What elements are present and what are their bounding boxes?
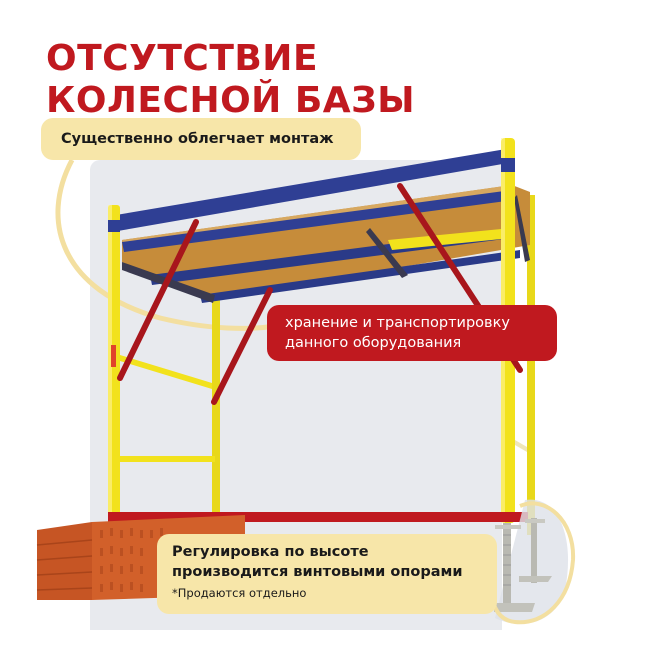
callout-middle-line-1: хранение и транспортировку	[285, 315, 510, 331]
title-line-2: КОЛЕСНОЙ БАЗЫ	[46, 80, 416, 121]
callout-bottom-line-1: Регулировка по высоте	[172, 544, 369, 560]
callout-middle-line-2: данного оборудования	[285, 335, 462, 351]
callout-storage-transport: хранение и транспортировку данного обору…	[267, 305, 557, 361]
decorative-ellipse-top	[55, 158, 276, 331]
callout-easy-assembly: Существенно облегчает монтаж	[41, 118, 361, 160]
callout-height-adjustment: Регулировка по высоте производится винто…	[157, 534, 497, 614]
callout-top-text: Существенно облегчает монтаж	[61, 131, 334, 147]
page-title: ОТСУТСТВИЕ КОЛЕСНОЙ БАЗЫ	[46, 38, 415, 122]
screw-jack-feet	[494, 499, 569, 624]
callout-bottom-line-2: производится винтовыми опорами	[172, 564, 463, 580]
decorative-ellipse-bottom	[489, 501, 576, 625]
sold-separately-note: *Продаются отдельно	[172, 586, 307, 600]
title-line-1: ОТСУТСТВИЕ	[46, 38, 319, 79]
